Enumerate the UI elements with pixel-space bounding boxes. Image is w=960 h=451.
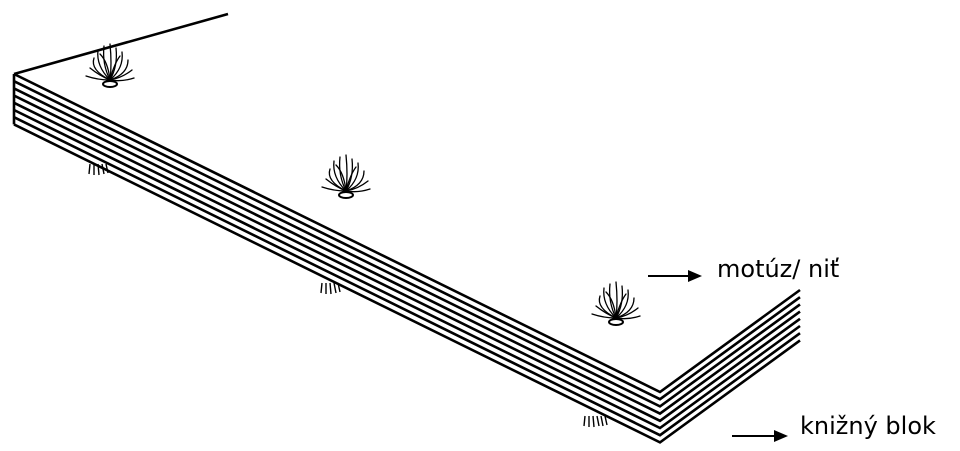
thread-stub <box>320 282 341 295</box>
book-sheet <box>13 108 801 430</box>
book-block-label: knižný blok <box>800 412 936 440</box>
twine-hole <box>338 191 354 199</box>
thread-stub <box>583 415 608 428</box>
book-sheet <box>13 87 801 408</box>
twine-label: motúz/ niť <box>717 255 839 283</box>
twine-hole <box>608 318 624 326</box>
twine-arrow <box>648 270 702 282</box>
thread-stubs <box>88 163 608 428</box>
book-sheet <box>13 101 801 423</box>
book-block-arrow <box>732 430 788 442</box>
twine-tufts <box>85 43 641 326</box>
twine-tuft <box>85 43 135 88</box>
twine-hole <box>102 80 118 88</box>
top-edge-line <box>13 12 229 76</box>
book-sheet <box>13 72 801 394</box>
book-block-sheets <box>12 72 801 444</box>
twine-tuft <box>591 281 641 326</box>
twine-tuft <box>321 154 371 199</box>
book-sheet <box>13 123 801 444</box>
book-sheet <box>13 80 801 401</box>
book-sheet <box>13 94 801 416</box>
thread-stub <box>88 163 109 176</box>
book-sheet <box>13 116 801 437</box>
